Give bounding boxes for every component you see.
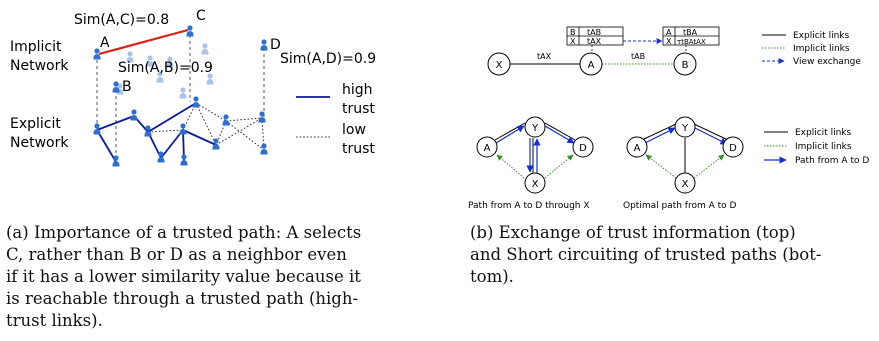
- legend-low-trust-label-2: trust: [342, 141, 375, 157]
- panel-a-diagram: Implicit Network Explicit Network: [10, 8, 376, 167]
- br-node-a: A: [634, 143, 641, 154]
- bl-node-y: Y: [531, 123, 539, 134]
- caption-b: (b) Exchange of trust information (top) …: [470, 222, 874, 288]
- panel-b-bottom-right-diagram: A Y D X Optimal path from A to D Explici…: [623, 116, 869, 211]
- caption-a: (a) Importance of a trusted path: A sele…: [6, 222, 414, 332]
- explicit-network-label-line2: Network: [10, 135, 69, 151]
- person-icon: [260, 143, 268, 155]
- table-left: [566, 26, 624, 46]
- table-left-r2-c1: X: [570, 37, 576, 46]
- explicit-network-label-line1: Explicit: [10, 116, 61, 132]
- legend-top-explicit: Explicit links: [793, 31, 849, 41]
- sim-ab-label: Sim(A,B)=0.9: [118, 60, 213, 76]
- caption-b-line: and Short circuiting of trusted paths (b…: [470, 245, 822, 264]
- person-icon: [130, 109, 138, 121]
- table-left-r2-c2: tAX: [587, 37, 602, 46]
- table-right-r2-c2: τtBAtAX: [677, 38, 706, 46]
- table-right: [662, 26, 720, 46]
- bl-node-a: A: [484, 143, 491, 154]
- caption-a-line: C, rather than B or D as a neighbor even: [6, 245, 347, 264]
- node-x-top-label: X: [496, 60, 503, 71]
- implicit-network-label-line1: Implicit: [10, 39, 62, 55]
- panel-b-top-diagram: B tAB X tAX A tBA X τtBAtAX tAX tAB X A …: [487, 26, 861, 76]
- table-right-r2-c1: X: [666, 37, 672, 46]
- table-left-r1-c1: B: [570, 28, 576, 37]
- legend-bottom-path: Path from A to D: [795, 156, 869, 166]
- table-left-r1-c2: tAB: [587, 28, 601, 37]
- br-node-y: Y: [681, 123, 689, 134]
- legend-high-trust-label-2: trust: [342, 101, 375, 117]
- caption-a-line: trust links).: [6, 311, 103, 330]
- caption-a-line: is reachable through a trusted path (hig…: [6, 289, 359, 308]
- implicit-link-a-c: [98, 28, 189, 56]
- edge-label-tax: tAX: [537, 52, 552, 61]
- person-icon: [222, 114, 230, 126]
- caption-b-line: (b) Exchange of trust information (top): [470, 223, 796, 242]
- projection-lines: [96, 35, 265, 162]
- node-label-a: A: [100, 35, 110, 51]
- bl-node-d: D: [579, 143, 587, 154]
- implicit-network-label-line2: Network: [10, 58, 69, 74]
- node-a-top: [579, 52, 603, 76]
- br-node-x: X: [682, 179, 689, 190]
- legend-bottom-explicit: Explicit links: [795, 128, 851, 138]
- person-icon-d: [260, 39, 268, 51]
- explicit-people: [93, 96, 268, 167]
- node-label-d: D: [270, 37, 281, 53]
- node-b-top-label: B: [682, 60, 689, 71]
- caption-a-line: (a) Importance of a trusted path: A sele…: [6, 223, 362, 242]
- sim-ad-label: Sim(A,D)=0.9: [280, 51, 376, 67]
- caption-b-line: tom).: [470, 267, 514, 286]
- high-trust-edges: [96, 102, 217, 163]
- person-icon: [179, 87, 187, 99]
- legend-low-trust-label-1: low: [342, 122, 366, 138]
- sim-ac-label: Sim(A,C)=0.8: [74, 12, 169, 28]
- bl-caption: Path from A to D through X: [468, 201, 590, 211]
- edge-label-tab: tAB: [631, 52, 645, 61]
- node-a-top-label: A: [588, 60, 595, 71]
- legend-top-implicit: Implicit links: [793, 44, 850, 54]
- panel-b-bottom-left-diagram: A Y D X Path from A to D through X: [468, 116, 594, 211]
- person-icon: [192, 96, 200, 108]
- legend-high-trust-label-1: high: [342, 82, 373, 98]
- legend-top-view-exchange: View exchange: [793, 57, 861, 67]
- node-b-top: [673, 52, 697, 76]
- br-caption: Optimal path from A to D: [623, 201, 737, 211]
- caption-a-line: if it has a lower similarity value becau…: [6, 267, 361, 286]
- person-icon: [201, 43, 209, 55]
- low-trust-edges: [147, 102, 265, 151]
- legend-bottom-implicit: Implicit links: [795, 142, 852, 152]
- bl-node-x: X: [532, 179, 539, 190]
- br-node-d: D: [729, 143, 737, 154]
- node-label-b: B: [122, 79, 132, 95]
- implicit-people: [93, 25, 268, 93]
- table-right-r1-c2: tBA: [683, 28, 698, 37]
- table-right-r1-c1: A: [666, 28, 672, 37]
- node-x-top: [487, 52, 511, 76]
- person-icon: [258, 111, 266, 123]
- node-label-c: C: [196, 8, 206, 24]
